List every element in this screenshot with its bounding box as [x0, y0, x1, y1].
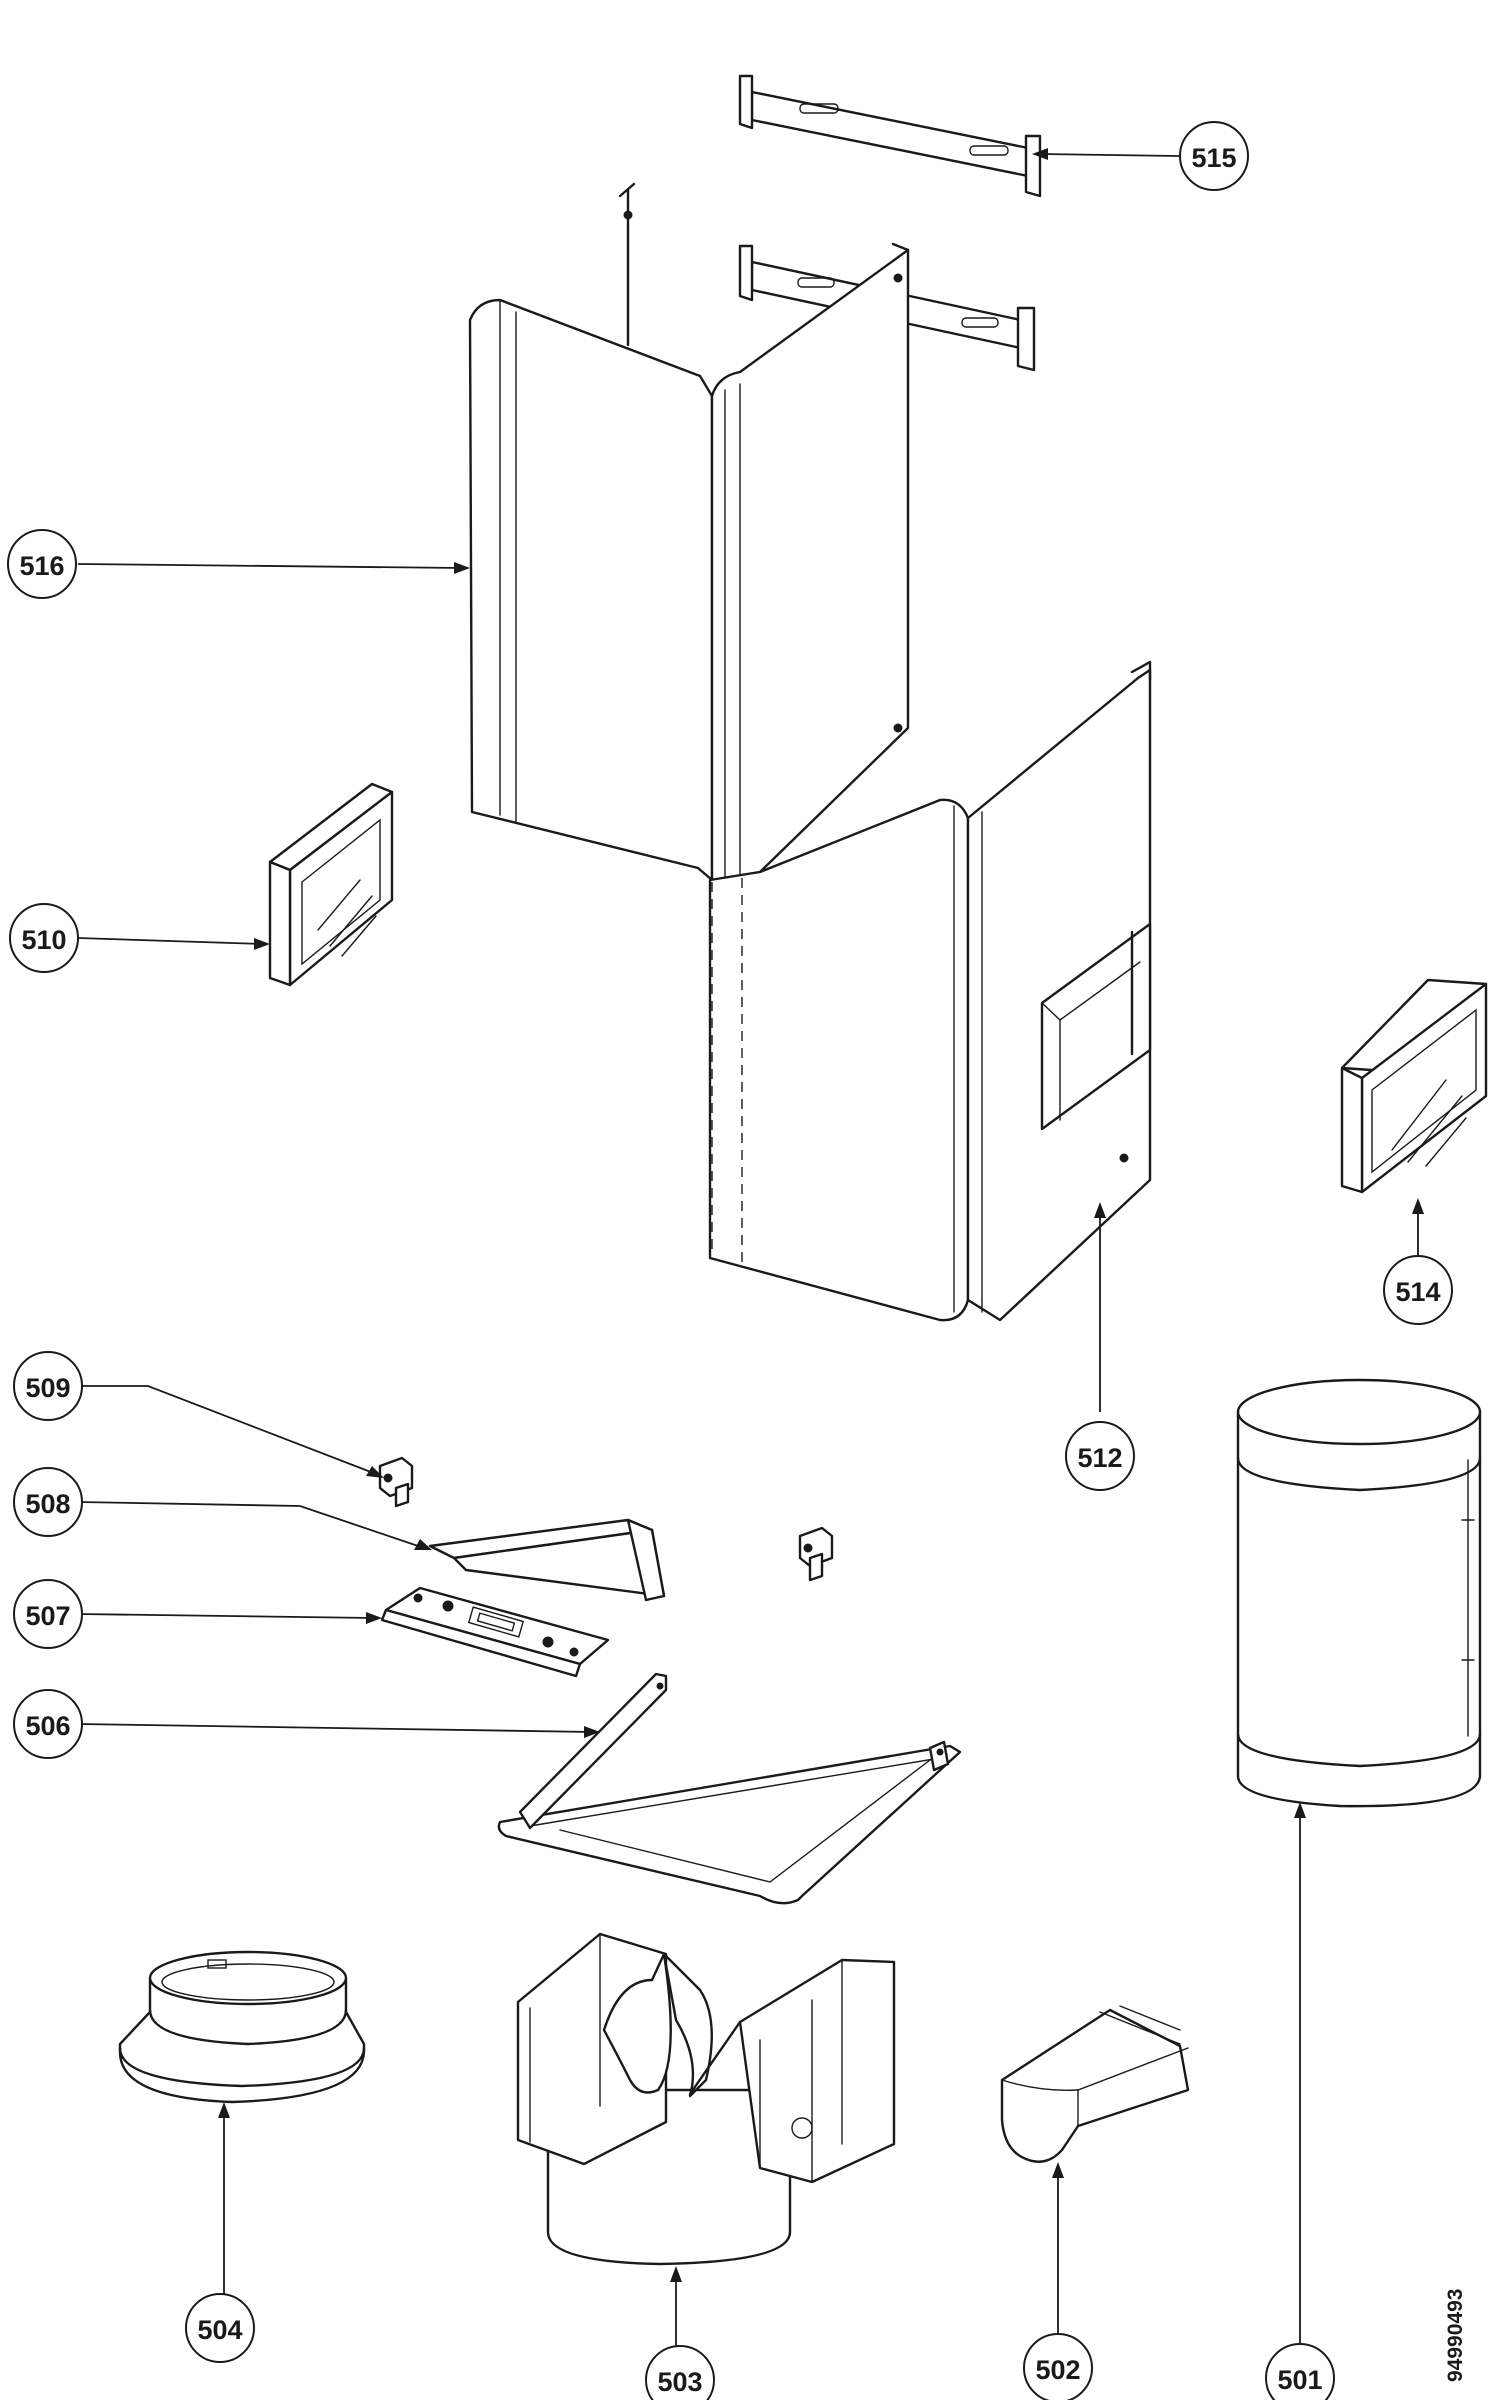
part-502-deflector: [1000, 2005, 1190, 2163]
callout-514-label: 514: [1395, 1277, 1440, 1307]
callout-508-label: 508: [25, 1489, 70, 1519]
callout-506-label: 506: [25, 1711, 70, 1741]
part-503-air-diverter: [516, 1932, 896, 2266]
callout-514: 514: [1383, 1255, 1453, 1325]
callout-502: 502: [1023, 2333, 1093, 2400]
callout-501-label: 501: [1277, 2365, 1322, 2395]
part-512-lower-chimney: [708, 660, 1152, 1322]
part-507-control-board: [380, 1586, 610, 1678]
part-508-panel-cover: [428, 1518, 666, 1602]
callout-504-label: 504: [197, 2315, 242, 2345]
callout-516: 516: [7, 529, 77, 599]
part-509-connector: [378, 1456, 414, 1508]
callout-504: 504: [185, 2293, 255, 2363]
callout-515: 515: [1179, 121, 1249, 191]
drawing-number: 94990493: [1444, 2289, 1467, 2382]
leader-lines: [77, 148, 1424, 2346]
part-516-upper-chimney: [468, 182, 910, 885]
callout-509: 509: [13, 1351, 83, 1421]
callout-516-label: 516: [19, 551, 64, 581]
part-515-upper-bracket: [738, 74, 1042, 198]
part-504-reducer-ring: [118, 1950, 366, 2104]
callout-502-label: 502: [1035, 2355, 1080, 2385]
callout-503: 503: [645, 2345, 715, 2400]
callout-506: 506: [13, 1689, 83, 1759]
callout-512-label: 512: [1077, 1443, 1122, 1473]
part-509-connector-duplicate: [798, 1526, 834, 1582]
part-514-grease-filter: [1340, 978, 1488, 1194]
callout-515-label: 515: [1191, 143, 1236, 173]
callout-510: 510: [9, 903, 79, 973]
callout-503-label: 503: [657, 2367, 702, 2397]
callout-507-label: 507: [25, 1601, 70, 1631]
callout-508: 508: [13, 1467, 83, 1537]
part-501-duct-sleeve: [1236, 1378, 1482, 1808]
callout-501: 501: [1265, 2343, 1335, 2400]
part-510-grease-filter: [268, 782, 394, 987]
callout-507: 507: [13, 1579, 83, 1649]
callout-512: 512: [1065, 1421, 1135, 1491]
callout-509-label: 509: [25, 1373, 70, 1403]
callout-510-label: 510: [21, 925, 66, 955]
part-506-base-frame: [497, 1672, 962, 1905]
